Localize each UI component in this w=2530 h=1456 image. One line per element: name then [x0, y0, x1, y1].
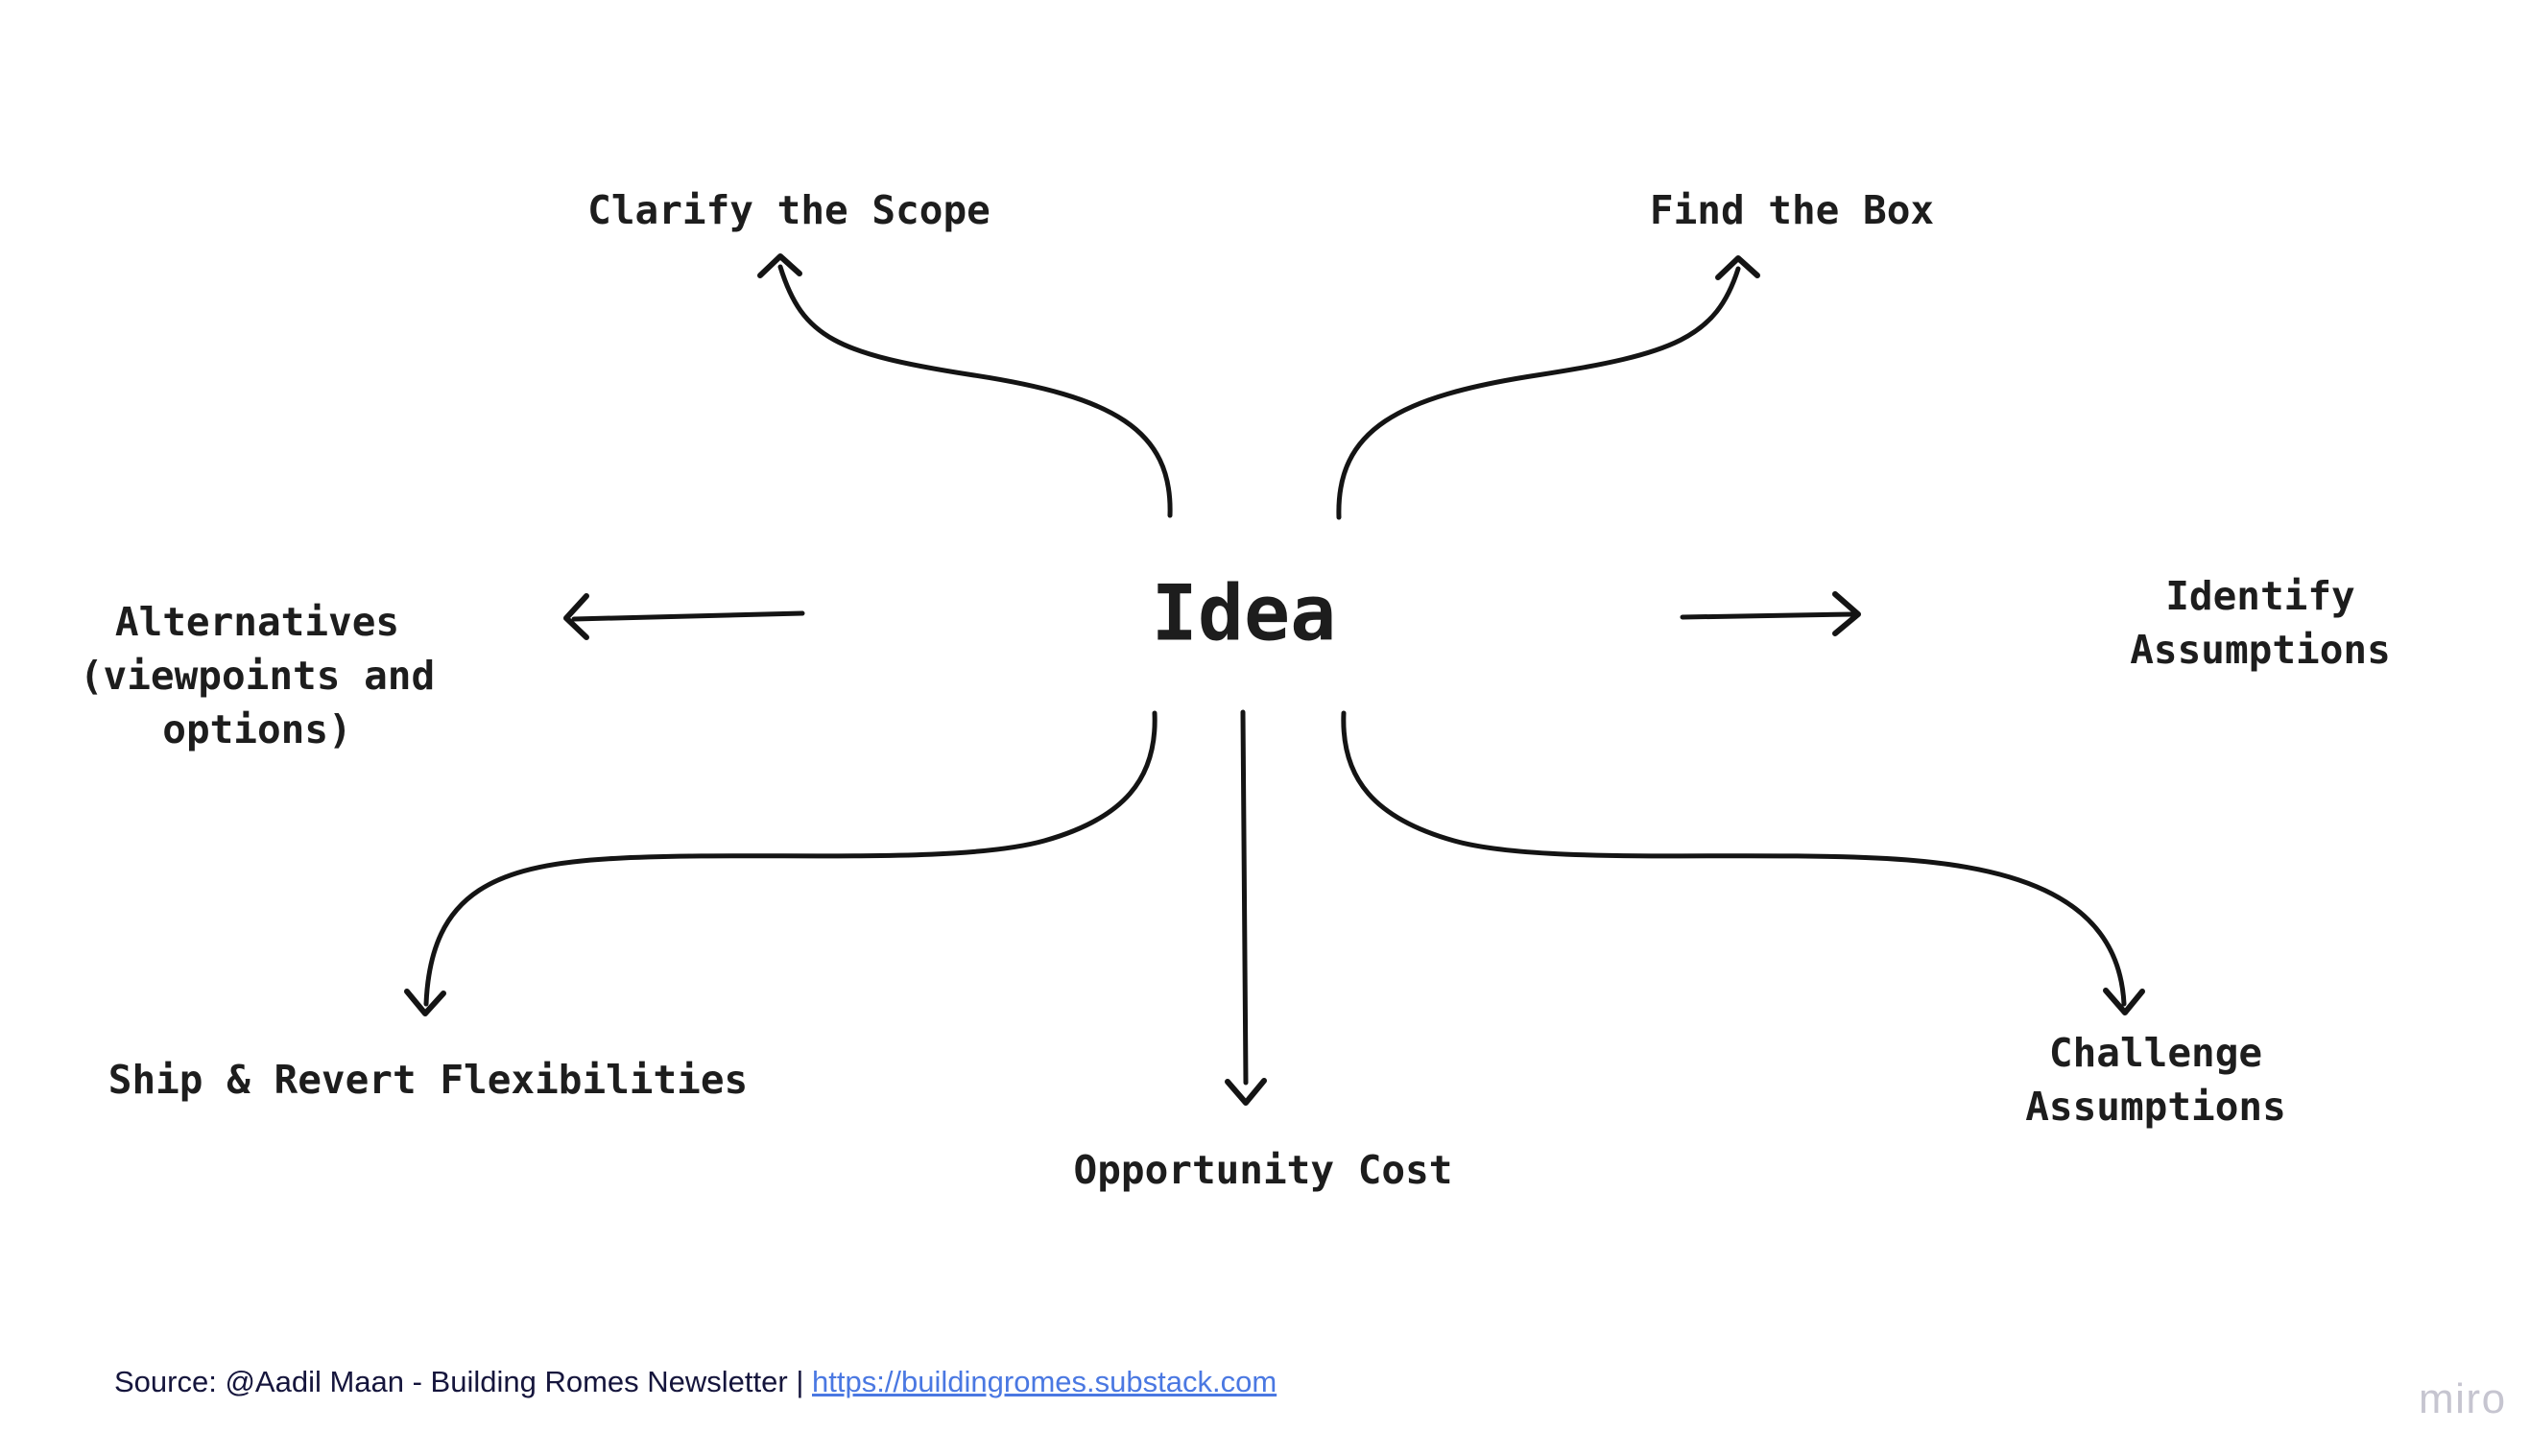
- arrow-to-ship-revert: [404, 710, 1158, 1016]
- node-alternatives: Alternatives (viewpoints and options): [79, 599, 436, 752]
- arrowhead-up-icon: [1715, 255, 1760, 280]
- node-clarify-the-scope: Clarify the Scope: [587, 187, 991, 233]
- node-opportunity-cost: Opportunity Cost: [1073, 1147, 1453, 1193]
- arrowhead-down-icon: [404, 989, 446, 1016]
- arrowhead-left-icon: [563, 593, 589, 640]
- node-ship-revert-flexibilities: Ship & Revert Flexibilities: [107, 1057, 749, 1103]
- arrow-to-find-the-box: [1336, 255, 1760, 520]
- arrow-to-opportunity-cost: [1225, 709, 1267, 1106]
- arrowhead-right-icon: [1832, 591, 1861, 636]
- source-text: Source: @Aadil Maan - Building Romes New…: [114, 1365, 812, 1398]
- arrow-to-alternatives: [563, 593, 805, 640]
- arrowhead-down-icon: [1225, 1078, 1267, 1106]
- arrow-to-clarify-the-scope: [757, 253, 1173, 518]
- arrowhead-up-icon: [757, 253, 802, 278]
- node-challenge-assumptions: Challenge Assumptions: [2025, 1030, 2286, 1130]
- arrow-to-challenge-assumptions: [1341, 710, 2145, 1015]
- source-link[interactable]: https://buildingromes.substack.com: [812, 1365, 1277, 1398]
- node-idea: Idea: [1151, 568, 1337, 658]
- arrow-to-identify-assumptions: [1680, 591, 1861, 636]
- miro-watermark: miro: [2419, 1375, 2507, 1422]
- node-find-the-box: Find the Box: [1649, 187, 1935, 233]
- arrowhead-down-icon: [2103, 988, 2145, 1015]
- node-identify-assumptions: Identify Assumptions: [2130, 573, 2391, 673]
- source-attribution: Source: @Aadil Maan - Building Romes New…: [114, 1364, 1277, 1400]
